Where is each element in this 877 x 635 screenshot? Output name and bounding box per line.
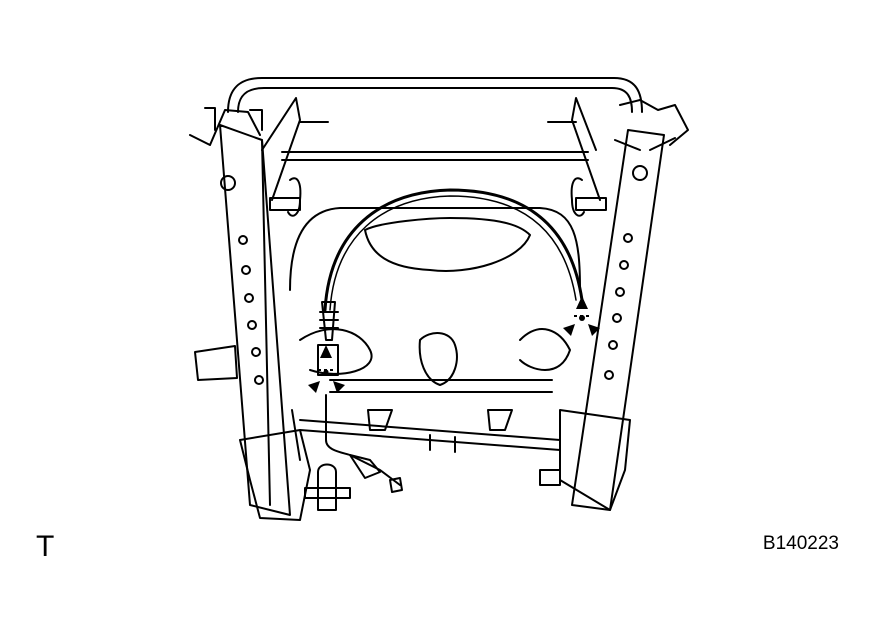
figure-code: B140223 bbox=[762, 533, 839, 554]
right-seat-rail bbox=[559, 99, 689, 511]
inner-brackets bbox=[261, 97, 607, 217]
release-cable bbox=[317, 188, 584, 493]
seat-pan bbox=[289, 207, 581, 386]
clip-release-arrows-icon bbox=[563, 296, 600, 336]
upper-cross-bar bbox=[281, 121, 589, 161]
lower-front-frame bbox=[299, 379, 561, 486]
adjuster-handle bbox=[304, 463, 351, 511]
corner-label: T bbox=[36, 530, 55, 563]
clip-release-arrows-icon bbox=[308, 345, 345, 393]
top-frame-tube bbox=[227, 77, 643, 113]
left-seat-rail bbox=[189, 107, 311, 521]
